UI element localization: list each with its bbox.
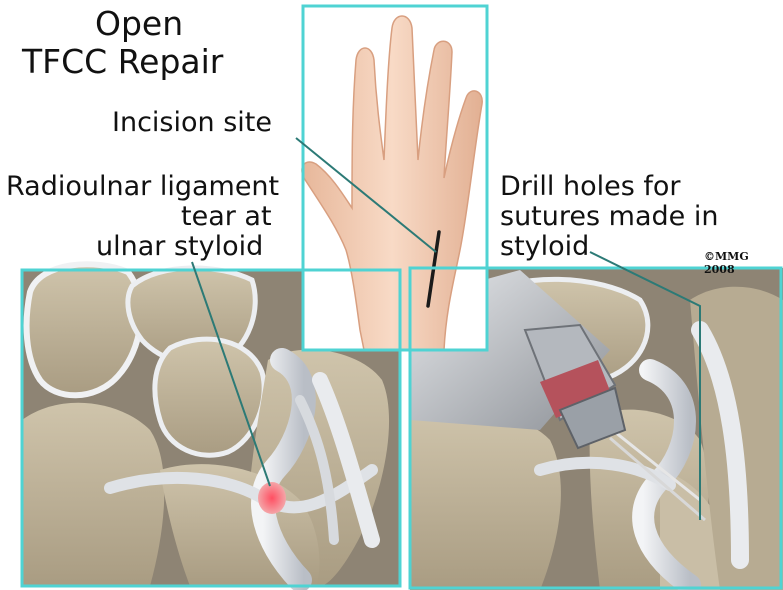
title-line-1: Open [95,6,183,42]
incision-site-label: Incision site [112,108,272,138]
drill-label-line-1: Drill holes for [500,172,681,202]
title-line-2: TFCC Repair [22,44,223,80]
copyright-notice: ©MMG 2008 [704,250,783,276]
hand-illustration [302,6,487,350]
tear-label-line-1: Radioulnar ligament [6,172,279,202]
drill-label-line-2: sutures made in [500,202,718,232]
tear-label-line-3: ulnar styloid [96,232,263,262]
ligament-tear [258,482,286,514]
drill-label-line-3: styloid [500,232,589,262]
tear-label-line-2: tear at [181,202,272,232]
